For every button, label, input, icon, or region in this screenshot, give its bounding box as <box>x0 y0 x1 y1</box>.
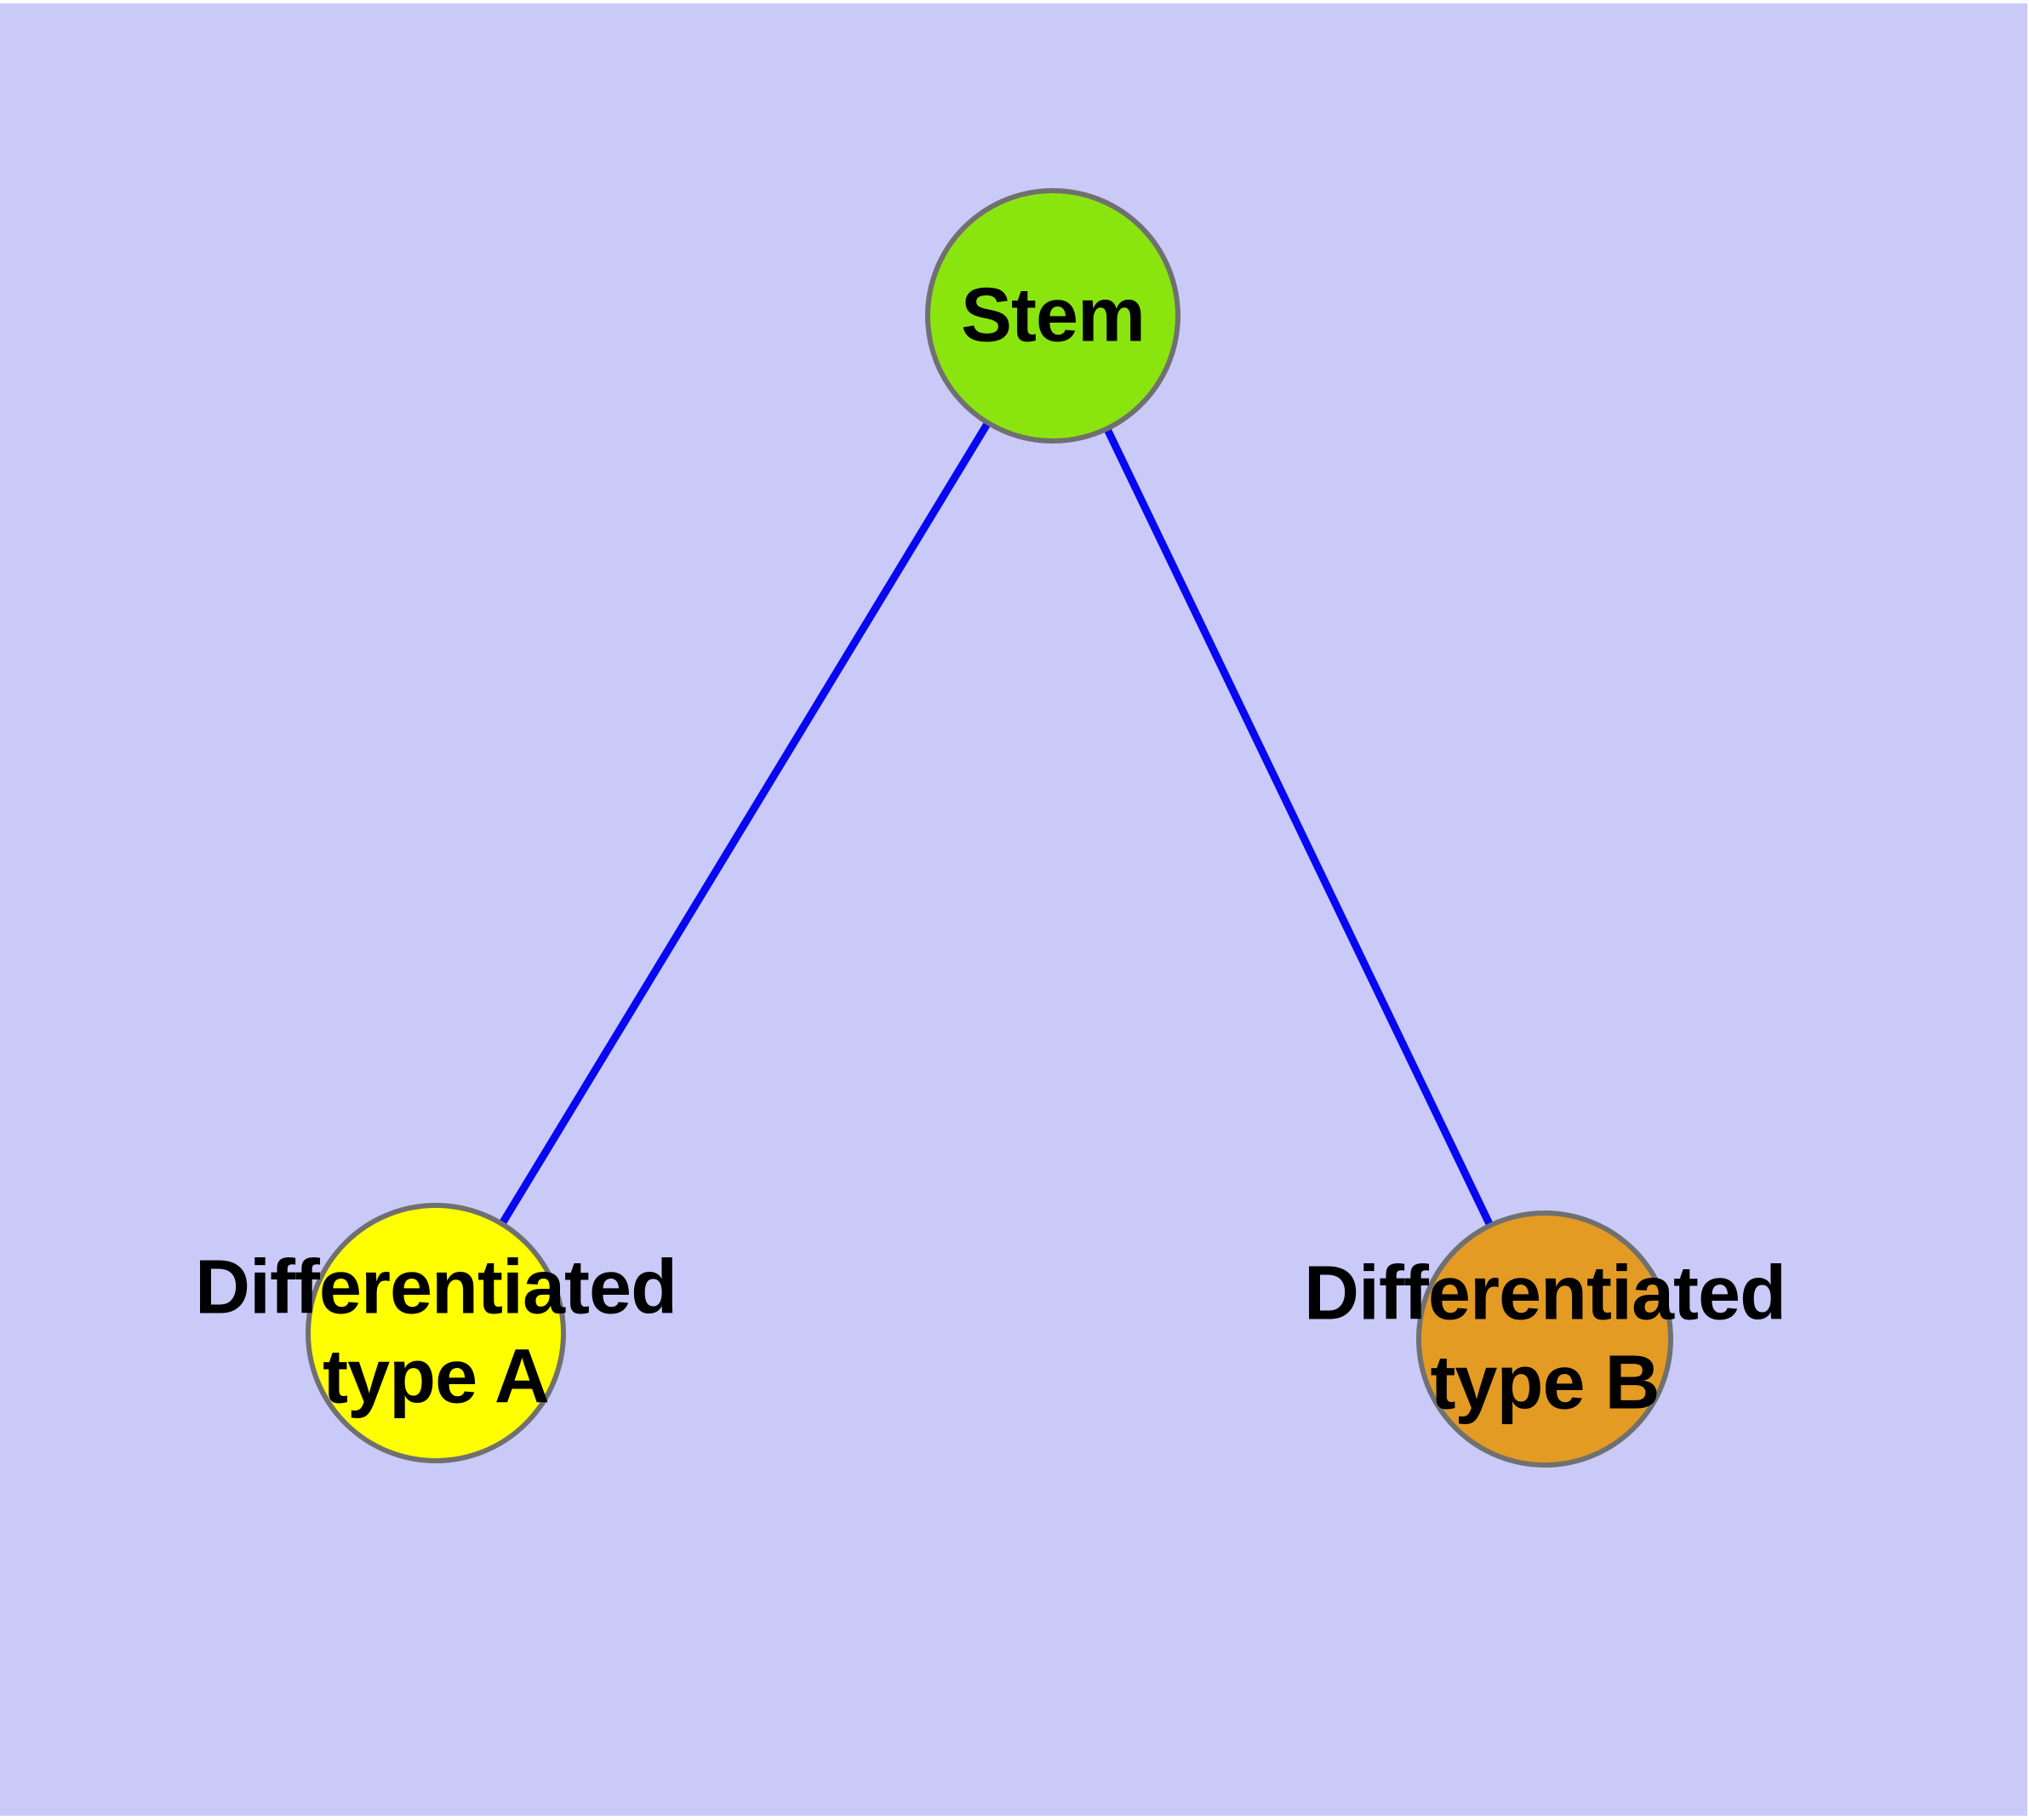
label-line: Differentiated <box>194 1245 677 1331</box>
edges-layer <box>432 313 1549 1341</box>
edge-stem-to-differentiated-type-a[interactable] <box>432 313 1056 1336</box>
label-line: type A <box>323 1335 550 1420</box>
label-line: Stem <box>960 272 1146 358</box>
node-stem[interactable] <box>925 188 1180 444</box>
node-differentiated-type-b[interactable] <box>1416 1210 1673 1468</box>
node-differentiated-type-a-label: Differentiated type A <box>195 1244 677 1423</box>
label-line: Differentiated <box>1303 1251 1786 1336</box>
node-differentiated-type-b-label: Differentiated type B <box>1304 1250 1786 1429</box>
label-line: type B <box>1430 1341 1660 1426</box>
diagram-canvas: Stem Differentiated type A Differentiate… <box>0 3 2027 1816</box>
node-differentiated-type-a[interactable] <box>306 1203 566 1463</box>
node-stem-label: Stem <box>960 271 1146 360</box>
edge-stem-to-differentiated-type-b[interactable] <box>1049 314 1549 1341</box>
